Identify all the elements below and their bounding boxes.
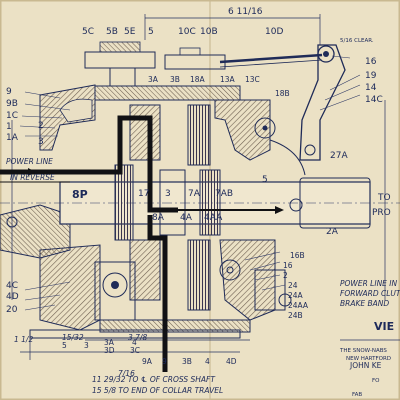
shift-lever-assembly [84,41,346,176]
dim-top: 6 11/16 [228,7,263,17]
dim-1-1-2: 1 1/2 [14,335,33,344]
label-3c-bottom: 3C [130,346,140,355]
label-3-left: 3 [38,137,44,147]
label-13c: 13C [245,75,260,84]
label-3b: 3B [170,75,180,84]
label-16: 16 [365,57,377,67]
clear-note: 5/16 CLEAR. [340,38,374,44]
label-2a: 2A [326,227,339,237]
reverse-gear-stack [114,164,303,241]
label-10c: 10C [178,27,196,37]
title-company: THE SNOW-NABS [339,348,387,354]
label-7a: 7A [188,189,201,199]
leader-lines [19,55,361,311]
label-10d: 10D [265,27,283,37]
label-4-bottom-2: 4 [205,357,210,366]
to-cross-shaft-note: 11 29/32 TO ℄ OF CROSS SHAFT [92,375,216,384]
label-5: 5 [148,27,154,37]
label-5c: 5C [82,27,94,37]
label-4a: 4A [180,213,193,223]
label-16-low: 16 [283,261,293,270]
lower-gear-case [94,259,292,321]
dim-7-16: 7/16 [118,369,135,378]
label-4c: 4C [6,281,18,291]
label-1: 1 [6,122,12,132]
label-8p: 8P [72,188,88,201]
in-reverse-label: IN REVERSE [10,173,55,182]
label-3a: 3A [148,75,159,84]
label-2-low: 2 [283,271,288,280]
pro-label: PRO [372,208,391,218]
view-label: VIE [374,320,394,333]
power-line-path [0,115,284,372]
label-8a: 8A [152,213,165,223]
title-name: JOHN KE [349,361,382,370]
label-20: 20 [6,305,18,315]
label-18a: 18A [190,75,206,84]
label-27a: 27A [330,151,348,161]
label-14c: 14C [365,95,383,105]
label-9-bottom: 9 [162,357,167,366]
label-5-mid: 5 [262,175,268,185]
label-16b: 16B [290,251,305,260]
label-1a: 1A [6,133,19,143]
label-4-bottom: 4 [132,338,137,347]
title-fo: FO [372,378,380,384]
label-3-mid: 3 [165,189,171,199]
label-14: 14 [365,83,377,93]
label-5e: 5E [124,27,136,37]
label-10b: 10B [200,27,218,37]
label-2-left: 2 [38,121,44,131]
label-1c: 1C [6,111,18,121]
label-5b: 5B [106,27,118,37]
gear-housing [0,84,276,339]
label-9: 9 [6,87,12,97]
label-9a-bottom: 9A [142,357,153,366]
label-13a: 13A [220,75,236,84]
dim-3-7-8: 3 7/8 [128,333,147,342]
label-5-bottom: 5 [62,341,67,350]
label-3d-bottom: 3D [104,346,115,355]
power-line-right-2: FORWARD CLUT [340,289,400,298]
power-line-right-1: POWER LINE IN [340,279,398,288]
to-collar-note: 15 5/8 TO END OF COLLAR TRAVEL [92,386,223,395]
power-line-right-3: BRAKE BAND [340,299,389,308]
to-label: TO [377,193,391,203]
label-17: 17 [138,189,149,199]
label-4d-bottom: 4D [226,357,237,366]
label-24a: 24A [288,291,304,300]
label-24b: 24B [288,311,303,320]
label-3-bottom: 3 [84,341,89,350]
title-fab: FAB [352,392,362,398]
title-location: NEW HARTFORD [346,356,391,362]
label-9b: 9B [6,99,18,109]
label-4d: 4D [6,292,19,302]
label-19: 19 [365,71,377,81]
label-3a-bottom: 3A [104,338,115,347]
label-7ab: 7AB [215,189,233,199]
label-3b-bottom: 3B [182,357,192,366]
power-line-label: POWER LINE [6,157,53,166]
label-24: 24 [288,281,298,290]
dim-15-32: 15/32 [62,333,84,342]
label-4aa: 4AA [204,213,223,223]
label-18b: 18B [275,89,290,98]
label-24aa: 24AA [288,301,309,310]
